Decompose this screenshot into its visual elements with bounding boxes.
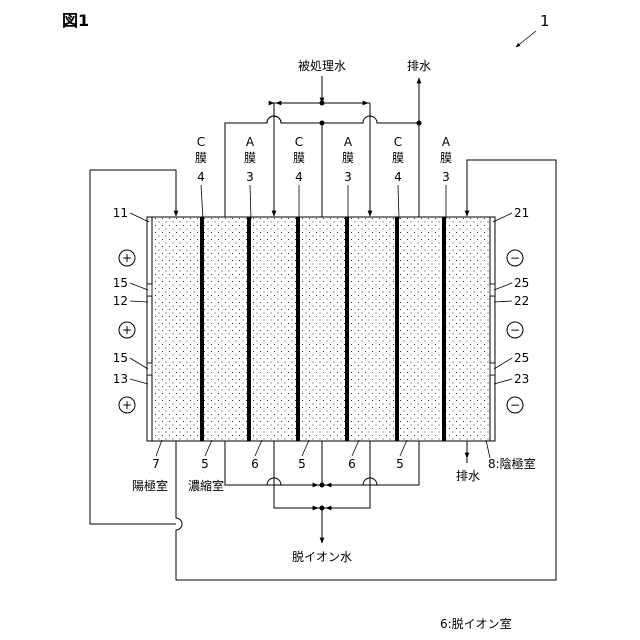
deion-chamber-note: 6:脱イオン室 bbox=[440, 616, 512, 631]
ref-11: 11 bbox=[113, 206, 128, 220]
cathode-chamber-leader bbox=[486, 440, 490, 458]
bottom-refs: 7 5 6 5 6 5 bbox=[152, 440, 407, 471]
treated-water-label: 被処理水 bbox=[298, 59, 346, 73]
anode-chamber bbox=[152, 217, 201, 441]
junction-dot-icon bbox=[417, 121, 422, 126]
membrane-type: C bbox=[295, 135, 303, 149]
ref-6: 6 bbox=[348, 457, 356, 471]
membrane-word: 膜 bbox=[392, 151, 404, 165]
ref-5: 5 bbox=[298, 457, 306, 471]
membrane-word: 膜 bbox=[342, 151, 354, 165]
membrane-type: A bbox=[246, 135, 255, 149]
anode-plate-mid bbox=[147, 296, 152, 363]
membrane-number: 4 bbox=[295, 170, 303, 184]
ref-22: 22 bbox=[514, 294, 529, 308]
plus-symbol: + bbox=[122, 398, 132, 412]
concentrate-chamber-3 bbox=[398, 217, 443, 441]
membrane-type: C bbox=[197, 135, 205, 149]
junction-dot-icon bbox=[320, 506, 325, 511]
ref-5: 5 bbox=[201, 457, 209, 471]
anode-plate-top bbox=[147, 217, 152, 284]
concentrate-chamber-2 bbox=[299, 217, 346, 441]
minus-symbol: − bbox=[510, 251, 520, 265]
a-membrane-2 bbox=[346, 217, 349, 441]
cathode-chamber-label: 8:陰極室 bbox=[488, 456, 536, 471]
anode-plate-bottom bbox=[147, 375, 152, 441]
minus-symbol: − bbox=[510, 323, 520, 337]
c-membrane-3 bbox=[396, 217, 399, 441]
c-membrane-2 bbox=[297, 217, 300, 441]
ref-21: 21 bbox=[514, 206, 529, 220]
ref-23: 23 bbox=[514, 372, 529, 386]
cathode-plate-top bbox=[490, 217, 495, 284]
a-membrane-3 bbox=[443, 217, 446, 441]
cathode-terminals: − − − bbox=[507, 250, 523, 413]
c-membrane-1 bbox=[201, 217, 204, 441]
membrane-leaders bbox=[201, 185, 446, 219]
junction-dot-icon bbox=[320, 483, 325, 488]
ref-7: 7 bbox=[152, 457, 160, 471]
membrane-number: 3 bbox=[344, 170, 352, 184]
membrane-number: 3 bbox=[246, 170, 254, 184]
minus-symbol: − bbox=[510, 398, 520, 412]
membrane-number: 3 bbox=[442, 170, 450, 184]
membrane-word: 膜 bbox=[440, 151, 452, 165]
right-refs: 21 25 22 25 23 bbox=[493, 206, 529, 386]
left-refs: 11 15 12 15 13 bbox=[113, 206, 149, 386]
ref-15: 15 bbox=[113, 351, 128, 365]
membrane-type: C bbox=[394, 135, 402, 149]
cathode-plate-mid bbox=[490, 296, 495, 363]
membrane-labels: C 膜 4 A 膜 3 C 膜 4 A 膜 3 C 膜 4 A 膜 3 bbox=[195, 135, 452, 184]
ref-number: 1 bbox=[540, 12, 550, 30]
anode-terminals: + + + bbox=[119, 250, 135, 413]
ref-13: 13 bbox=[113, 372, 128, 386]
cathode-chamber bbox=[445, 217, 490, 441]
plus-symbol: + bbox=[122, 323, 132, 337]
ref-5: 5 bbox=[396, 457, 404, 471]
ref-15: 15 bbox=[113, 276, 128, 290]
concentrate-chamber-1 bbox=[203, 217, 248, 441]
ref-6: 6 bbox=[251, 457, 259, 471]
plus-symbol: + bbox=[122, 251, 132, 265]
cathode-plate-bottom bbox=[490, 375, 495, 441]
ref-25: 25 bbox=[514, 276, 529, 290]
concentrate-chamber-label: 濃縮室 bbox=[188, 478, 224, 493]
junction-dot-icon bbox=[320, 121, 325, 126]
ref-12: 12 bbox=[113, 294, 128, 308]
membrane-word: 膜 bbox=[244, 151, 256, 165]
figure-label: 図1 bbox=[62, 11, 89, 30]
membrane-number: 4 bbox=[394, 170, 402, 184]
anode-chamber-label: 陽極室 bbox=[132, 478, 168, 493]
membrane-number: 4 bbox=[197, 170, 205, 184]
deion-chamber-2 bbox=[348, 217, 396, 441]
membrane-type: A bbox=[344, 135, 353, 149]
ref-leader-arrow bbox=[516, 31, 536, 47]
membrane-word: 膜 bbox=[293, 151, 305, 165]
ref-25: 25 bbox=[514, 351, 529, 365]
deionized-water-label: 脱イオン水 bbox=[292, 549, 352, 564]
drain-bottom-label: 排水 bbox=[456, 469, 480, 483]
junction-dot-icon bbox=[320, 101, 325, 106]
membrane-word: 膜 bbox=[195, 151, 207, 165]
deion-chamber-1 bbox=[250, 217, 297, 441]
membrane-type: A bbox=[442, 135, 451, 149]
a-membrane-1 bbox=[248, 217, 251, 441]
drain-top-label: 排水 bbox=[407, 59, 431, 73]
